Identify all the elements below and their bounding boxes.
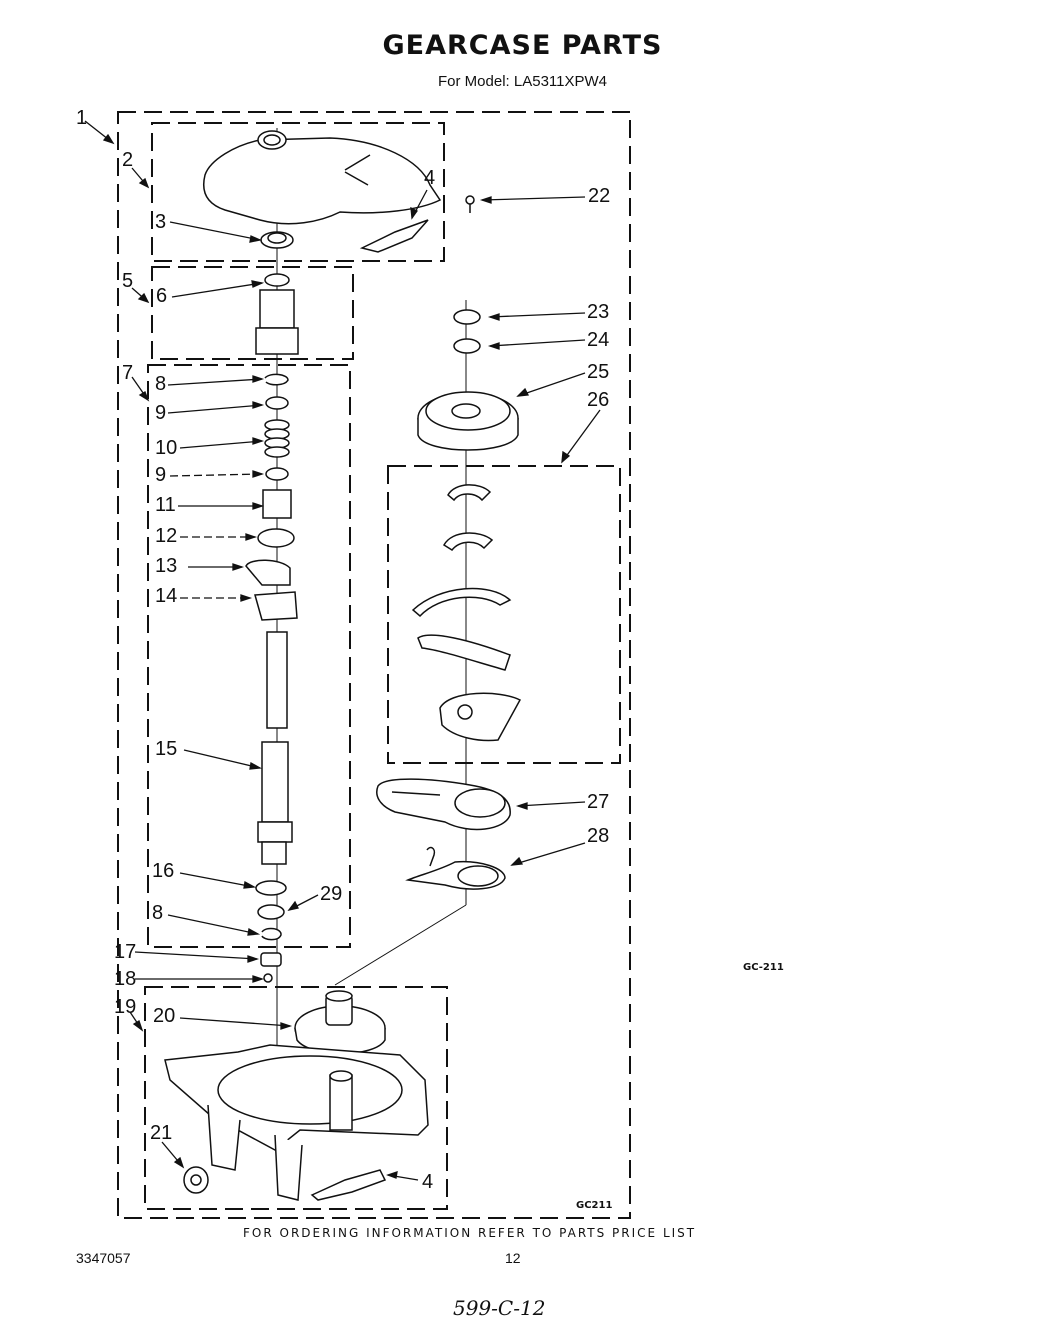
callout-2: 2 (122, 149, 134, 171)
washer-part (265, 396, 289, 410)
grease-tube-part (310, 1169, 387, 1201)
gearcase-group-box-19 (144, 986, 448, 1210)
spring-part (264, 419, 290, 458)
callout-8: 8 (155, 373, 167, 395)
callout-16: 16 (152, 860, 175, 882)
grease-tube-part (359, 219, 429, 253)
callout-5: 5 (122, 270, 134, 292)
callout-29: 29 (320, 883, 343, 905)
callout-24: 24 (587, 329, 610, 351)
callout-22: 22 (588, 185, 611, 207)
callout-21: 21 (150, 1122, 173, 1144)
washer-part-24 (453, 338, 481, 354)
callout-17: 17 (114, 941, 137, 963)
callout-4: 4 (422, 1171, 434, 1193)
page-number: 12 (505, 1250, 521, 1266)
assembly-boundary-1 (117, 111, 631, 1219)
thrust-washer-part (255, 880, 287, 896)
callout-9: 9 (155, 402, 167, 424)
callout-18: 18 (114, 968, 137, 990)
callout-26: 26 (587, 389, 610, 411)
callout-12: 12 (155, 525, 178, 547)
callout-8: 8 (152, 902, 164, 924)
handwritten-note: 599-C-12 (453, 1296, 546, 1320)
callout-1: 1 (76, 107, 88, 129)
callout-10: 10 (155, 437, 178, 459)
clutch-housing-part (254, 591, 298, 621)
model-number: LA5311XPW4 (513, 73, 607, 90)
seal-part (260, 231, 294, 249)
shaft-group-box-7 (147, 364, 351, 948)
figure-code-box: GC211 (576, 1200, 613, 1211)
screw-part (465, 195, 475, 213)
pinion-group-box-5 (151, 266, 354, 360)
spring-clip-part-28 (405, 846, 506, 890)
bearing-washer-part-21 (183, 1166, 209, 1194)
gearcase-base-part-19 (164, 1044, 429, 1201)
seal-washer-part (257, 904, 285, 920)
figure-code-side: GC-211 (743, 962, 784, 973)
callout-13: 13 (155, 555, 178, 577)
clutch-part (262, 489, 292, 519)
shift-lever-part-27 (376, 778, 511, 831)
callout-27: 27 (587, 791, 610, 813)
callout-15: 15 (155, 738, 178, 760)
callout-14: 14 (155, 585, 178, 607)
model-subtitle: For Model: LA5311XPW4 (0, 73, 1045, 90)
callout-6: 6 (156, 285, 168, 307)
gear-assembly-part-20 (294, 990, 386, 1055)
ball-part (263, 973, 273, 983)
callout-23: 23 (587, 301, 610, 323)
model-label: For Model: (438, 73, 510, 90)
callout-7: 7 (122, 362, 134, 384)
callout-11: 11 (155, 494, 176, 516)
callout-25: 25 (587, 361, 610, 383)
shift-group-box-26 (387, 465, 621, 764)
page-title: GEARCASE PARTS (382, 30, 663, 61)
callout-4: 4 (424, 167, 436, 189)
callout-28: 28 (587, 825, 610, 847)
retaining-ring-part (264, 373, 289, 386)
callout-9: 9 (155, 464, 167, 486)
cover-group-box-2 (151, 122, 445, 262)
callout-19: 19 (114, 996, 137, 1018)
agitator-shaft-part (257, 631, 293, 865)
gearcase-cover-part (203, 130, 442, 225)
washer-part-23 (453, 309, 481, 325)
pinion-part (255, 273, 299, 355)
drive-gear-part-25 (417, 391, 519, 451)
clutch-collar-part (245, 559, 291, 586)
bearing-part (260, 952, 282, 967)
washer-part (265, 467, 289, 481)
callout-20: 20 (153, 1005, 176, 1027)
ring-part (257, 528, 295, 548)
ordering-note: FOR ORDERING INFORMATION REFER TO PARTS … (243, 1226, 697, 1240)
retaining-ring-part (261, 927, 282, 941)
document-number: 3347057 (76, 1250, 131, 1266)
callout-3: 3 (155, 211, 167, 233)
